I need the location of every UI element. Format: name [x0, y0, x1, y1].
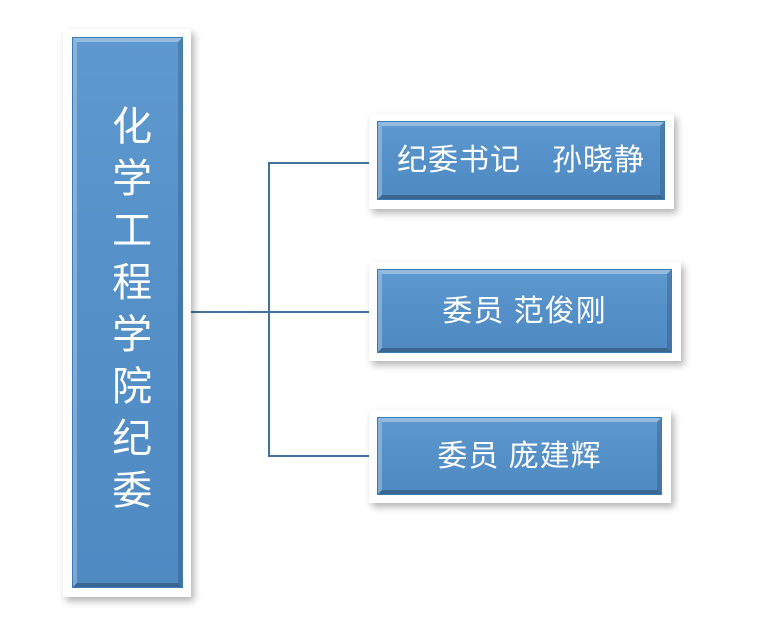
org-node-child-1-plate: 委员 范俊刚 [377, 269, 672, 353]
org-node-child-1[interactable]: 委员 范俊刚 [369, 262, 681, 361]
org-node-child-2-label: 委员 庞建辉 [437, 439, 602, 473]
org-node-root-plate: 化学工程学院纪委 [72, 37, 183, 588]
connector-branch-to-child-0 [268, 162, 378, 164]
connector-branch-to-child-1 [268, 311, 378, 313]
org-node-child-0[interactable]: 纪委书记 孙晓静 [369, 114, 674, 209]
org-node-child-2-plate: 委员 庞建辉 [377, 417, 662, 495]
connector-branch-to-child-2 [268, 455, 378, 457]
org-node-child-0-plate: 纪委书记 孙晓静 [377, 121, 665, 200]
org-node-child-1-label: 委员 范俊刚 [442, 294, 607, 328]
connector-vertical-spine [268, 162, 270, 457]
org-node-child-2[interactable]: 委员 庞建辉 [369, 410, 671, 503]
org-node-child-0-label: 纪委书记 孙晓静 [397, 144, 645, 177]
org-node-root-label: 化学工程学院纪委 [106, 104, 151, 521]
org-node-root[interactable]: 化学工程学院纪委 [63, 29, 191, 597]
connector-stem-from-root [181, 311, 271, 313]
